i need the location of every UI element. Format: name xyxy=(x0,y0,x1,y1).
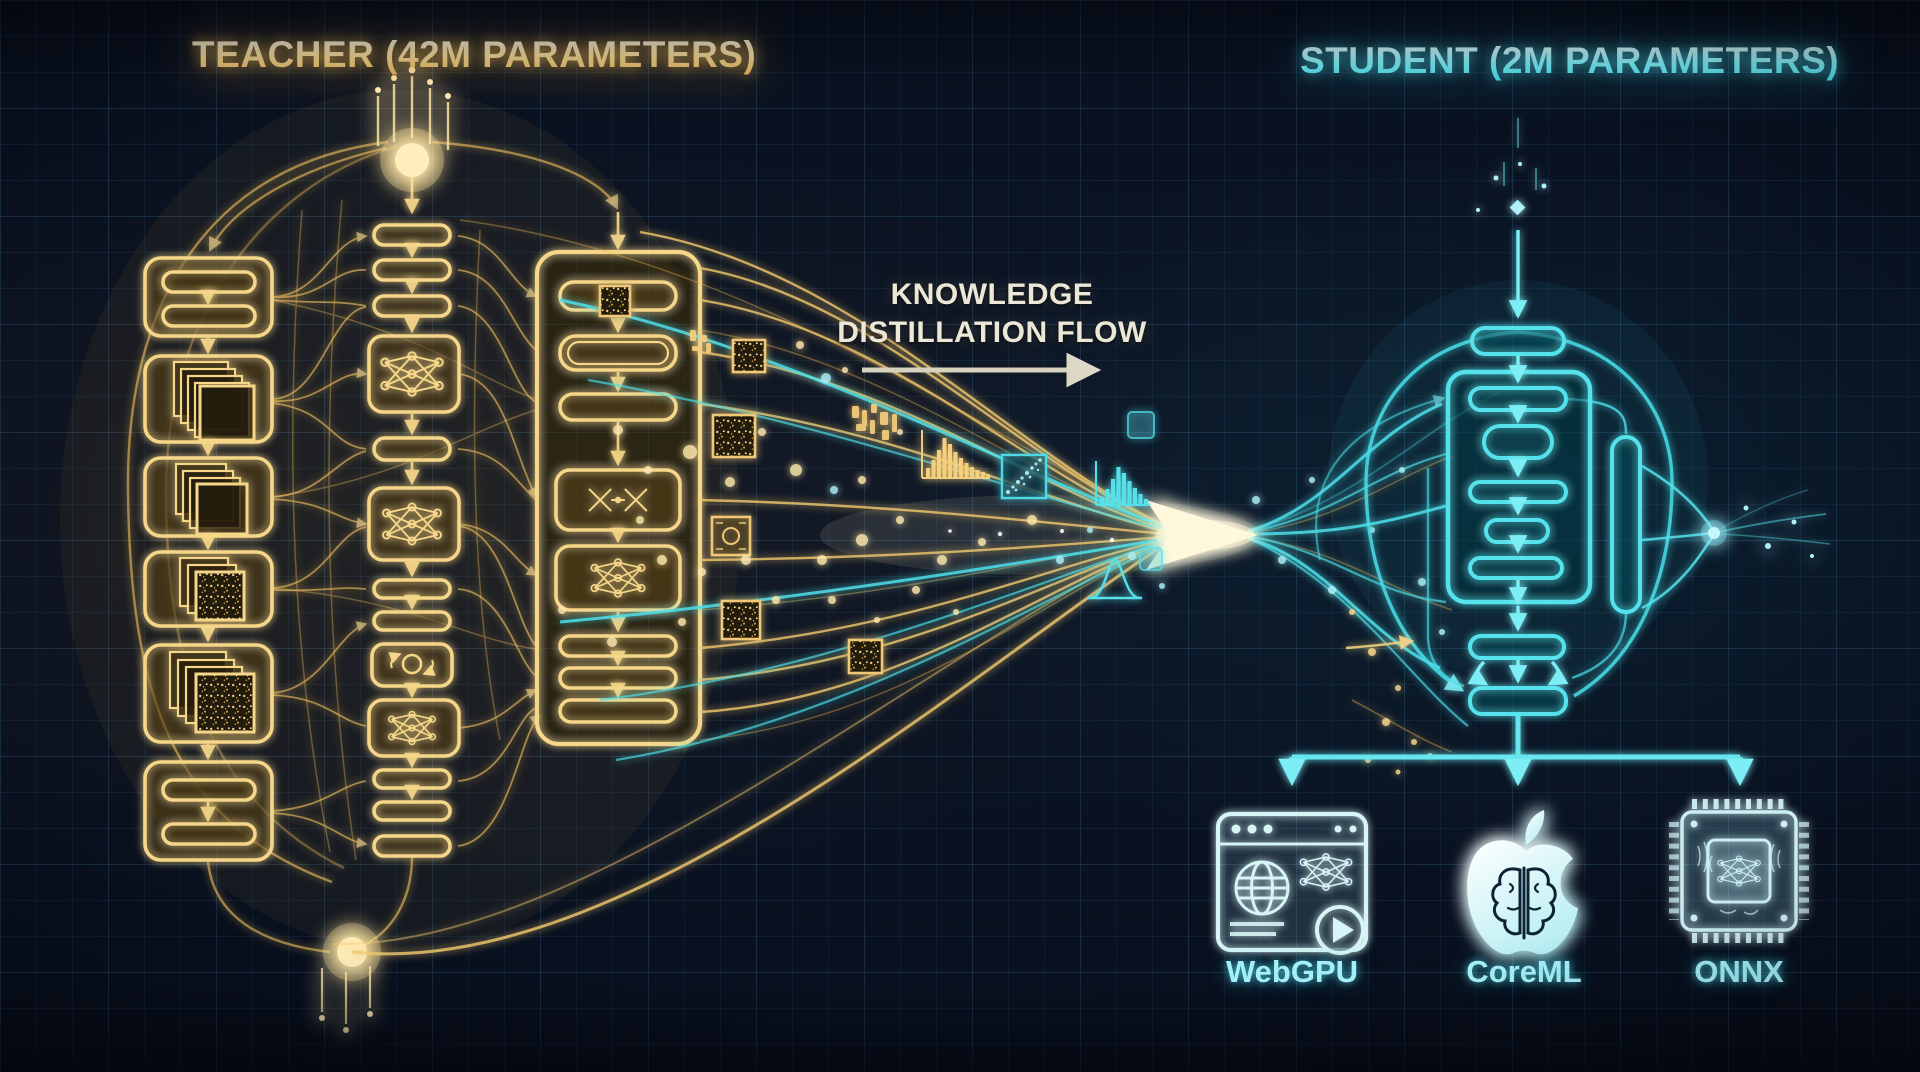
target-label-onnx: ONNX xyxy=(1694,954,1784,989)
deployment-target-icons xyxy=(1215,799,1809,955)
teacher-output-burst xyxy=(319,923,381,1033)
student-glow-point xyxy=(1701,505,1814,558)
play-button-icon xyxy=(1315,905,1365,955)
browser-neural-play-icon xyxy=(1215,811,1369,955)
recurrent-block xyxy=(370,642,454,688)
student-input-sparkles xyxy=(1476,118,1547,216)
flow-label-line1: KNOWLEDGE xyxy=(890,278,1094,311)
student-output-bar xyxy=(1610,435,1642,614)
target-label-webgpu: WebGPU xyxy=(1225,954,1359,989)
student-title: STUDENT (2M PARAMETERS) xyxy=(1300,40,1840,81)
chip-neural-icon xyxy=(1669,799,1809,943)
flow-label-line2: DISTILLATION FLOW xyxy=(837,315,1147,349)
apple-brain-icon xyxy=(1467,810,1578,955)
student-network xyxy=(1127,118,1831,787)
ornate-square xyxy=(710,515,752,557)
cyan-scatter-square xyxy=(1000,453,1048,500)
teacher-title: TEACHER (42M PARAMETERS) xyxy=(192,34,757,75)
feature-map-stack-textured xyxy=(178,556,246,622)
deployment-branches xyxy=(1278,716,1754,787)
target-label-coreml: CoreML xyxy=(1466,954,1582,989)
flow-label: KNOWLEDGE DISTILLATION FLOW xyxy=(837,276,1147,352)
